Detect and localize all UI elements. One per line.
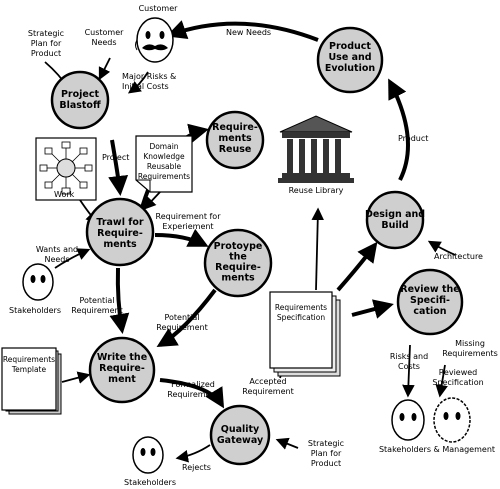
arrow-right-arc-lower (430, 200, 453, 275)
work-breakdown-chart-icon (35, 137, 97, 201)
arrow-reviewed-spec-out (435, 364, 448, 398)
arrow-domain-knowledge-in (143, 191, 161, 210)
arrow-rejects-out (175, 444, 211, 463)
hairy-face-icon (433, 397, 471, 443)
arrow-architecture-in (427, 240, 456, 256)
arrow-spec-to-review (351, 299, 394, 319)
label-work: Work (54, 190, 75, 199)
mustached-face-icon (135, 17, 174, 63)
arrow-trawl-to-write (109, 267, 130, 334)
label-rejects: Rejects (182, 463, 211, 472)
arrow-reuse-library-up (311, 207, 325, 291)
arrow-product-use-to-customer (166, 20, 319, 42)
arrow-wants-needs-in (54, 248, 91, 269)
label-stakeholders-mgmt: Stakeholders & Management (379, 445, 495, 454)
label-new-needs: New Needs (226, 28, 271, 37)
arrow-customer-to-risks (127, 71, 149, 94)
arrow-blastoff-to-trawl (108, 139, 129, 196)
face-icon-stakeholder-right (391, 399, 425, 441)
arrow-write-to-quality (159, 378, 225, 409)
label-major-risks: Major Risks &Initial Costs (122, 72, 176, 91)
label-customer: Customer (139, 4, 179, 13)
arrow-template-in (61, 371, 91, 384)
label-stakeholders-bottom: Stakeholders (124, 478, 176, 487)
arrow-prototype-to-write (156, 288, 217, 348)
arrow-customer-needs-in (98, 57, 111, 81)
face-icon (22, 263, 54, 301)
label-reuse-library: Reuse Library (289, 186, 344, 195)
arrow-design-to-product-use (388, 78, 410, 181)
arrow-spec-to-design (336, 241, 378, 292)
face-icon-bottom (132, 436, 164, 474)
arrow-trawl-to-prototype (154, 228, 209, 247)
label-architecture: Architecture (434, 252, 483, 261)
label-product: Product (398, 134, 428, 143)
columned-building-icon (278, 115, 354, 183)
label-project: Project (102, 153, 129, 162)
arrow-risks-out (402, 344, 415, 398)
label-stakeholders-left: Stakeholders (9, 306, 61, 315)
arrow-strategic-bottom-in (275, 437, 299, 450)
